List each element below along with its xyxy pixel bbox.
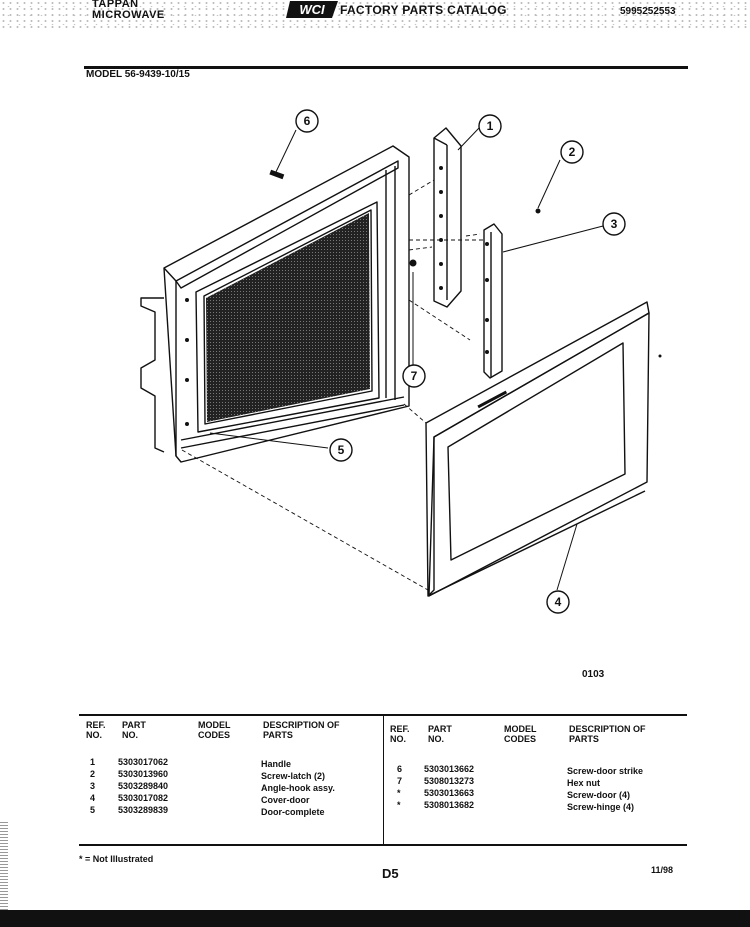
cover-door-outer — [425, 301, 650, 597]
table-divider — [383, 714, 384, 844]
door-window-frame — [195, 201, 380, 433]
callout-3: 3 — [611, 217, 618, 231]
scan-edge — [0, 820, 8, 910]
callout-4: 4 — [555, 595, 562, 609]
logo-text: WCI — [299, 2, 325, 17]
row-part: 5303013662 — [424, 764, 475, 774]
scan-bottom-band — [0, 910, 750, 927]
handle-part — [433, 127, 462, 308]
callout-3-circle — [602, 212, 626, 236]
row-part: 5303289840 — [118, 781, 169, 791]
header-description: DESCRIPTION OF PARTS — [263, 720, 340, 740]
model-number: MODEL 56-9439-10/15 — [86, 69, 190, 80]
hex-nut — [409, 259, 417, 267]
row-ref: 4 — [90, 793, 96, 803]
row-desc: Door-complete — [261, 807, 325, 817]
row-ref: 3 — [90, 781, 96, 791]
row-desc: Screw-hinge (4) — [567, 802, 635, 812]
row-ref: * — [397, 788, 401, 798]
row-part: 5308013682 — [424, 800, 475, 810]
callout-2-circle — [560, 140, 584, 164]
row-desc: Cover-door — [261, 795, 310, 805]
header-part-no-right: PART NO. — [428, 724, 452, 744]
figure-code: 0103 — [582, 669, 605, 680]
callout-1: 1 — [487, 119, 494, 133]
brand-name: TAPPAN — [92, 0, 139, 10]
catalog-title: FACTORY PARTS CATALOG — [340, 3, 507, 17]
row-desc: Screw-door (4) — [567, 790, 631, 800]
row-part: 5303013960 — [118, 769, 169, 779]
header-model-codes: MODEL CODES — [198, 720, 231, 740]
callout-5: 5 — [338, 443, 345, 457]
row-part: 5303017082 — [118, 793, 169, 803]
callout-1-circle — [478, 114, 502, 138]
row-part: 5303013663 — [424, 788, 475, 798]
latch-screw — [535, 208, 541, 214]
header-ref-no: REF. NO. — [86, 720, 106, 740]
header-ref-no-right: REF. NO. — [390, 724, 410, 744]
page-id: D5 — [382, 866, 399, 881]
door-top-edge — [175, 160, 399, 289]
header-band — [0, 0, 750, 30]
callout-2: 2 — [569, 145, 576, 159]
row-ref: 5 — [90, 805, 96, 815]
cover-door-face — [428, 312, 650, 597]
product-line: MICROWAVE — [92, 9, 165, 21]
row-ref: 1 — [90, 757, 96, 767]
row-part: 5308013273 — [424, 776, 475, 786]
revision-date: 11/98 — [651, 865, 674, 875]
callout-5-circle — [329, 438, 353, 462]
door-window-inner — [203, 209, 373, 425]
header-model-codes-right: MODEL CODES — [504, 724, 537, 744]
row-part: 5303289839 — [118, 805, 169, 815]
callout-6-circle — [295, 109, 319, 133]
callout-4-circle — [546, 590, 570, 614]
callout-7-circle — [402, 364, 426, 388]
row-desc: Screw-latch (2) — [261, 771, 326, 781]
callout-7: 7 — [411, 369, 418, 383]
footnote: * = Not Illustrated — [79, 854, 154, 864]
header-rule — [84, 66, 688, 69]
row-desc: Screw-door strike — [567, 766, 644, 776]
wci-logo-icon: WCI — [286, 1, 338, 18]
angle-hook-part — [483, 223, 503, 379]
exploded-parts-diagram: 6 1 2 3 5 4 7 — [140, 109, 662, 614]
catalog-code: 5995252553 — [620, 6, 676, 17]
door-left-bracket — [140, 297, 165, 453]
row-part: 5303017062 — [118, 757, 169, 767]
row-desc: Hex nut — [567, 778, 601, 788]
scan-noise — [0, 0, 750, 30]
row-desc: Angle-hook assy. — [261, 783, 335, 793]
cover-door-window — [447, 342, 626, 561]
row-desc: Handle — [261, 759, 292, 769]
row-ref: * — [397, 800, 401, 810]
door-strike-screw — [269, 169, 285, 180]
header-part-no: PART NO. — [122, 720, 146, 740]
header-description-right: DESCRIPTION OF PARTS — [569, 724, 646, 744]
door-window-mesh — [206, 213, 370, 422]
row-ref: 2 — [90, 769, 96, 779]
row-ref: 7 — [397, 776, 403, 786]
callout-6: 6 — [304, 114, 311, 128]
row-ref: 6 — [397, 764, 403, 774]
